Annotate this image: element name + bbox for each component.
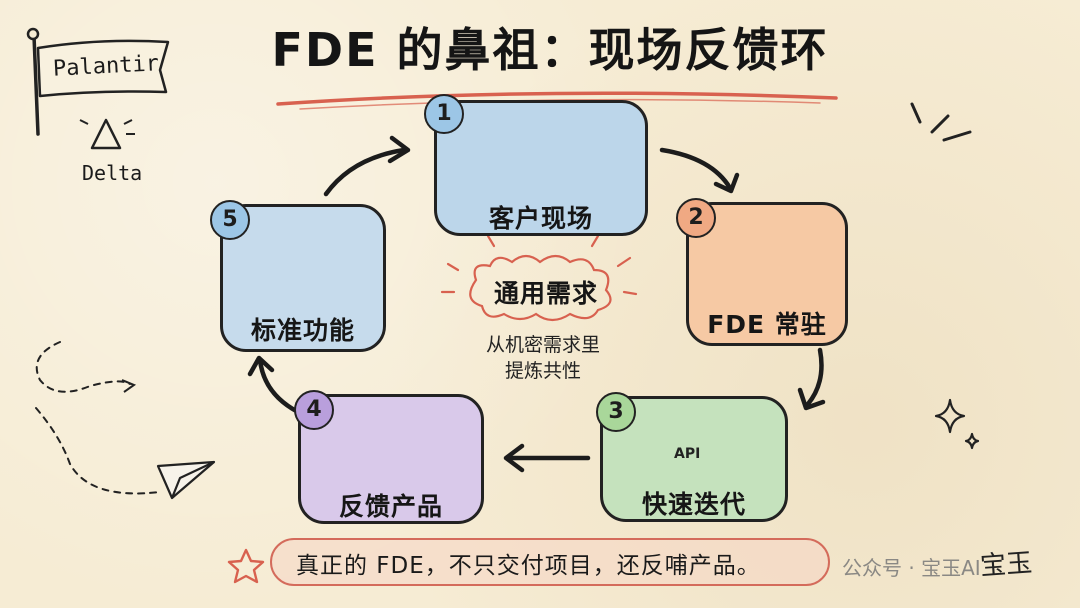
step-3-badge: 3 [596, 392, 636, 432]
api-label: API [674, 446, 701, 462]
emphasis-marks [910, 102, 972, 142]
triangle-icon [79, 118, 135, 150]
flag-icon [26, 27, 170, 136]
step-4-label: 反馈产品 [338, 492, 443, 521]
delta-label: Delta [82, 161, 143, 185]
star-icon [227, 548, 265, 584]
center-subtext-line-2: 提炼共性 [504, 360, 581, 382]
arrow-5-to-1 [323, 147, 407, 197]
paper-plane-icon [156, 460, 216, 500]
arrow-4-to-5 [257, 357, 301, 415]
step-5-badge: 5 [210, 200, 250, 240]
title-underline [276, 91, 838, 106]
center-subtext: 从机密需求里 提炼共性 [448, 332, 638, 384]
bottom-quote-bar [270, 538, 830, 586]
burst-outline [440, 234, 638, 322]
step-1-badge: 1 [424, 94, 464, 134]
step-4-badge: 4 [294, 390, 334, 430]
center-heading: 通用需求 [493, 279, 598, 308]
dashed-arrow-head [121, 379, 137, 393]
step-1-label: 客户现场 [488, 204, 593, 233]
sparkle-icon [934, 398, 980, 450]
step-2-label: FDE 常驻 [707, 310, 827, 339]
center-subtext-line-1: 从机密需求里 [485, 334, 600, 356]
signature: 宝玉 [979, 548, 1034, 582]
bottom-quote-text: 真正的 FDE，不只交付项目，还反哺产品。 [296, 553, 761, 579]
step-card-3: 快速迭代 [600, 396, 788, 522]
step-card-2: FDE 常驻 [686, 202, 848, 346]
step-5-label: 标准功能 [250, 316, 355, 345]
dashed-path-decoration [35, 341, 161, 495]
step-3-label: 快速迭代 [641, 490, 746, 519]
step-2-badge: 2 [676, 198, 716, 238]
arrow-1-to-2 [659, 147, 733, 191]
step-card-1: 客户现场 [434, 100, 648, 236]
arrow-2-to-3 [805, 347, 824, 407]
page-title: FDE 的鼻祖：现场反馈环 [271, 23, 829, 77]
watermark: 公众号 · 宝玉AI [842, 556, 981, 580]
